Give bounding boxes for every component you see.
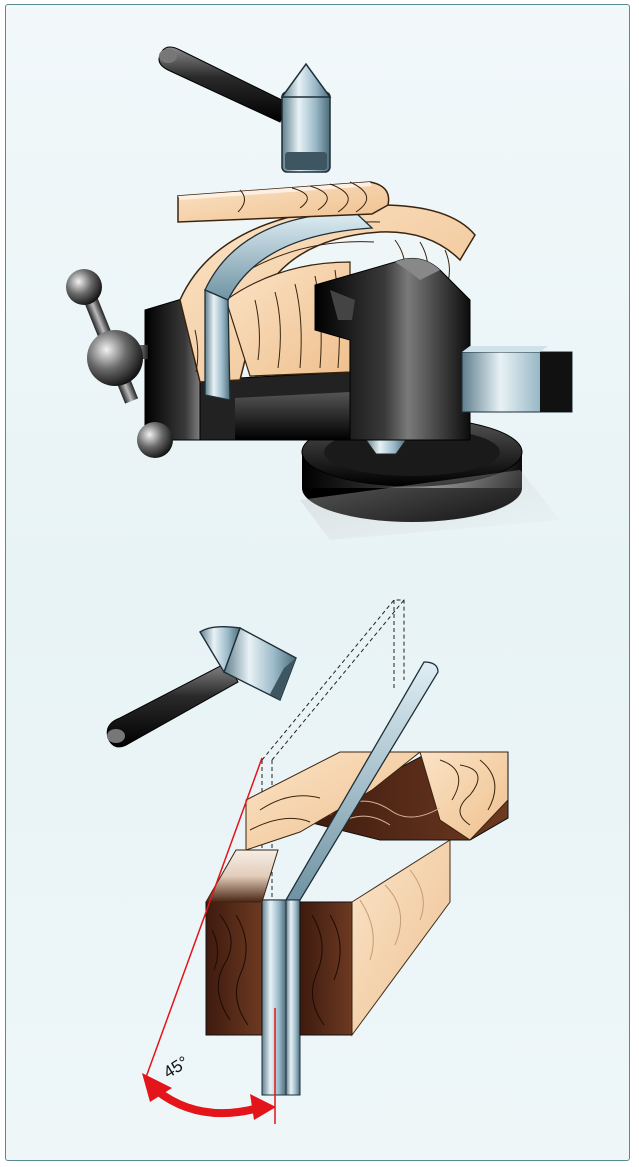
vise-illustration <box>66 47 572 540</box>
hammer-bottom-icon <box>107 627 296 747</box>
bend-illustration <box>107 600 508 1124</box>
hammer-top-icon <box>159 47 330 172</box>
angle-arrow-icon <box>142 1073 276 1120</box>
vise-slide-bar <box>462 346 572 412</box>
front-wood-block-right <box>300 840 450 1035</box>
